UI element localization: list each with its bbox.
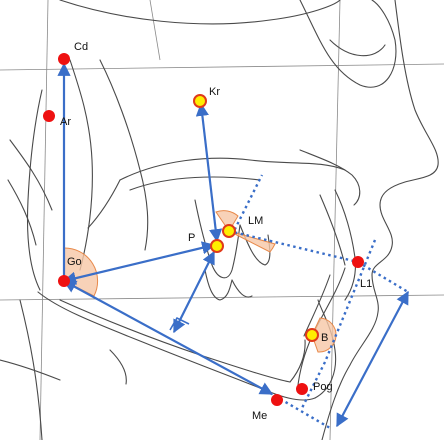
lower-incisor [303,274,331,337]
upper-incisor [319,194,346,266]
point-me [271,394,283,406]
point-b [305,328,319,342]
hyoid-outline [109,349,127,385]
point-kr [193,94,207,108]
label-pog: Pog [313,381,333,393]
palate-outline [119,157,346,181]
point-ar [43,110,55,122]
kr-p-line [195,102,223,243]
lm-axis-dotted-line [230,174,264,236]
landmark-labels: Cd Ar Kr Go P LM L1 B Pog Me [60,41,372,422]
neck-outline [19,299,43,440]
reference-line [329,0,341,440]
orbit-outline [329,39,386,57]
orbit-outline [299,0,397,88]
lower-molar [204,269,233,301]
l1-extension-dotted-line [357,260,409,294]
label-p: P [188,232,195,244]
label-me: Me [252,410,267,422]
label-go: Go [67,256,82,268]
skull-outline [59,0,341,25]
label-b: B [321,332,328,344]
reference-line [0,63,444,71]
ramus-outline [69,59,93,271]
label-cd: Cd [74,41,88,53]
point-l1 [352,256,364,268]
right-angle-marker [169,316,190,331]
coronoid-outline [99,59,149,251]
incisor-axis-dotted-line [300,361,327,409]
b-point-angle-wedge [311,317,337,353]
label-lm: LM [248,215,263,227]
anterior-height-line [336,290,409,428]
cervical-vertebra [9,139,53,211]
p-perpendicular-line [173,250,215,334]
lower-molar [231,279,253,298]
soft-tissue-profile [321,0,439,440]
upper-incisor [334,189,356,301]
occlusal-dotted-line [228,229,359,264]
dotted-lines [228,174,409,430]
label-ar: Ar [60,116,71,128]
point-pog [296,383,308,395]
point-p [210,239,224,253]
go-me-mandibular-plane-line [62,280,274,395]
incisor-axis-dotted-line [323,239,377,363]
symphysis-outline [289,339,306,383]
reference-line [39,0,49,440]
landmark-points [43,53,364,406]
label-kr: Kr [209,86,220,98]
neck-outline [0,359,61,381]
point-lm [222,224,236,238]
point-go [58,275,70,287]
sigmoid-notch [87,179,121,229]
label-l1: L1 [360,278,372,290]
palate-outline [129,176,261,191]
maxilla-outline [299,149,361,206]
symphysis-outline [314,299,337,399]
point-cd [58,53,70,65]
reference-line [149,0,161,61]
ramus-outline [26,89,43,291]
cervical-vertebra [7,179,37,246]
measurement-lines [57,62,409,428]
lm-lower-angle-wedge [228,230,276,253]
